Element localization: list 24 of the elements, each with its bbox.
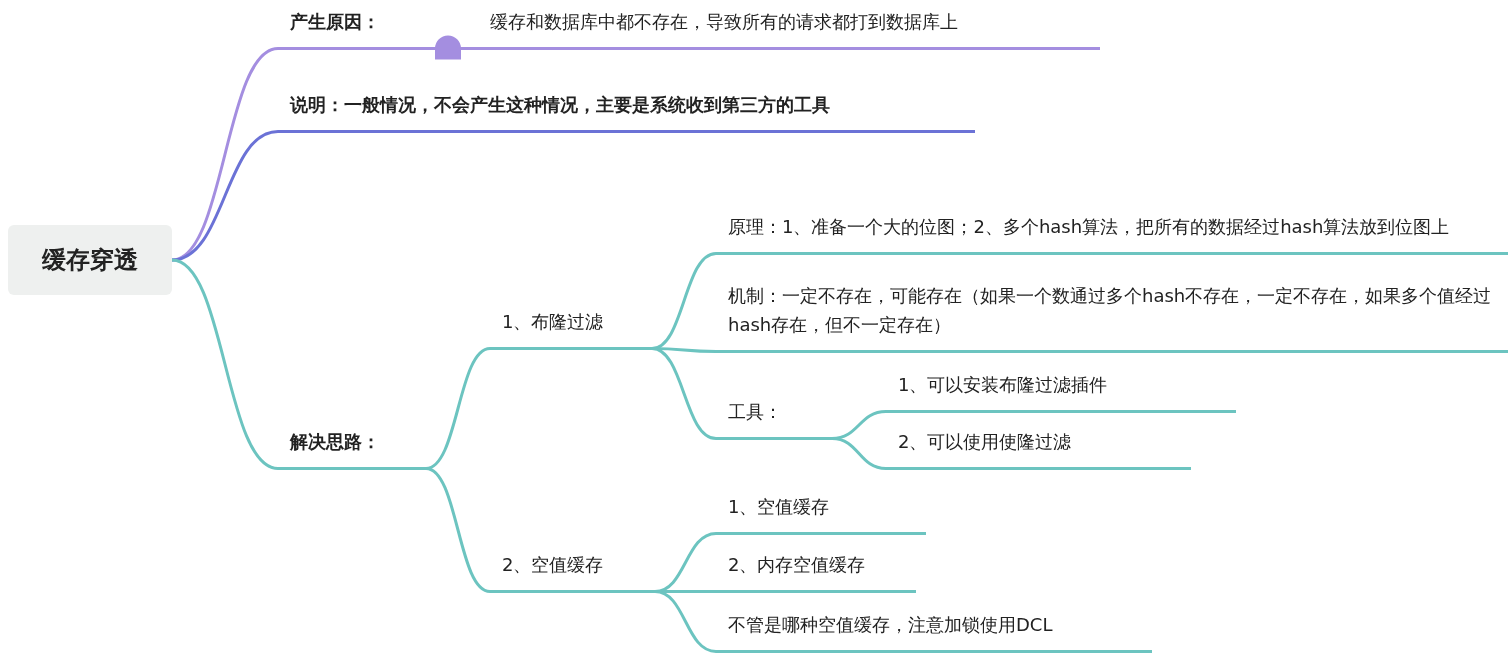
branch-line (171, 130, 279, 262)
topic-label: 2、空值缓存 (502, 553, 604, 578)
topic-label: 2、内存空值缓存 (728, 553, 866, 578)
root-topic-box (8, 225, 172, 295)
branch-line (831, 437, 887, 470)
topic-label: 解决思路： (290, 430, 380, 455)
branch-line (651, 347, 717, 440)
topic-label: 工具： (728, 400, 782, 425)
branch-line (425, 467, 491, 593)
topic-label: 原理：1、准备一个大的位图；2、多个hash算法，把所有的数据经过hash算法放到位图上 (728, 215, 1450, 240)
branch-line (654, 590, 717, 653)
topic-label: 产生原因： (290, 10, 380, 35)
topic-label: 1、可以安装布隆过滤插件 (898, 373, 1108, 398)
topic-underline (478, 10, 1100, 50)
topic-label: 机制：一定不存在，可能存在（如果一个数通过多个hash不存在，一定不存在，如果多个值经过hash存在，但不一定存在） (728, 284, 1493, 338)
topic-label: 2、可以使用使隆过滤 (898, 430, 1072, 455)
topic-label: 1、空值缓存 (728, 495, 830, 520)
topic-label: 说明：一般情况，不会产生这种情况，主要是系统收到第三方的工具 (290, 93, 830, 118)
topic-label: 缓存穿透 (42, 244, 138, 276)
topic-underline (278, 10, 418, 50)
topic-label: 不管是哪种空值缓存，注意加锁使用DCL (728, 613, 1053, 638)
branch-line (171, 258, 279, 470)
topic-label: 缓存和数据库中都不存在，导致所有的请求都打到数据库上 (490, 10, 958, 35)
topic-label: 1、布隆过滤 (502, 310, 604, 335)
